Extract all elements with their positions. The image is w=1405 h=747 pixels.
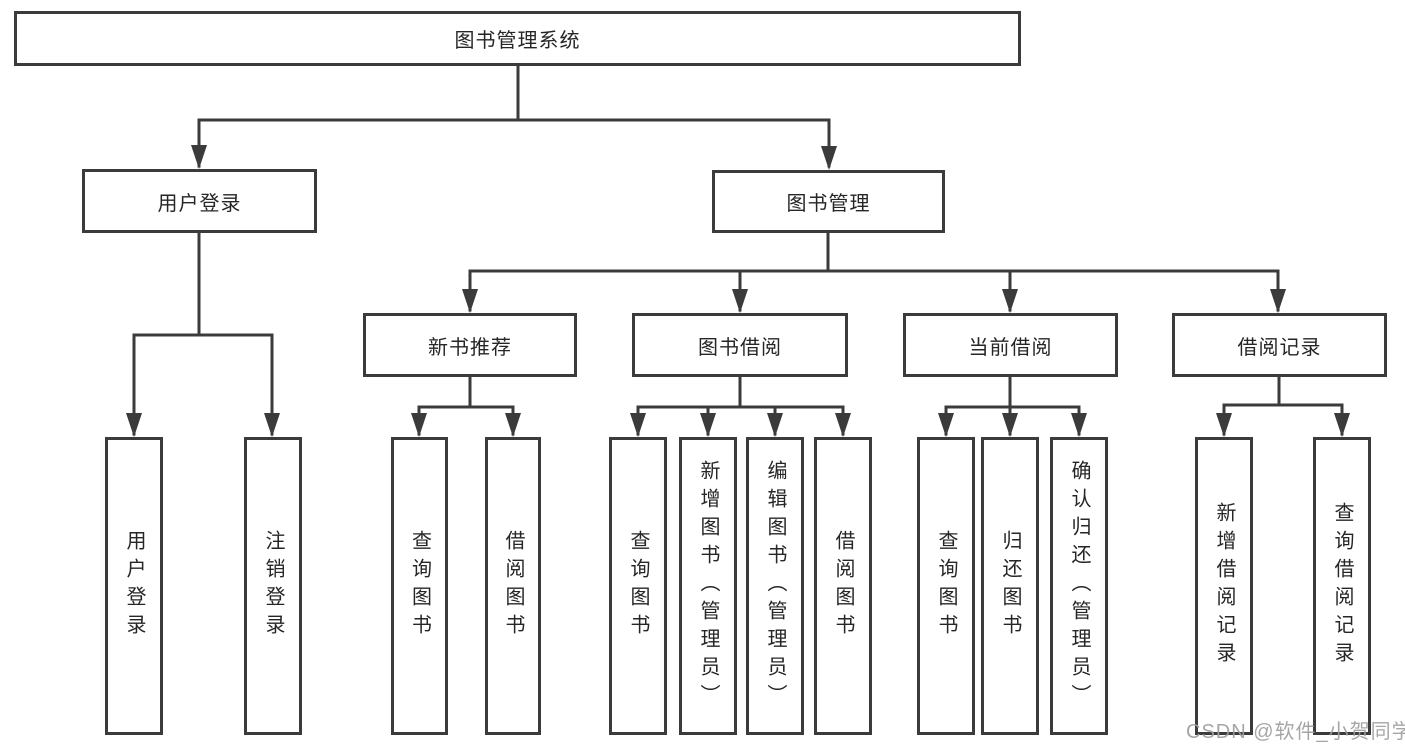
leaf-edit-book-admin: 编辑图书（管理员） xyxy=(746,437,804,735)
node-borrowing-records: 借阅记录 xyxy=(1172,313,1387,377)
leaf-logout: 注销登录 xyxy=(244,437,302,735)
leaf-add-book-admin-label: 新增图书（管理员） xyxy=(697,460,719,712)
leaf-confirm-return-admin-label: 确认归还（管理员） xyxy=(1068,460,1090,712)
connector-records-split xyxy=(1222,375,1344,436)
node-library-management-system: 图书管理系统 xyxy=(14,11,1021,66)
node-borrowing-records-label: 借阅记录 xyxy=(1237,336,1322,359)
watermark-text: CSDN @软件_小贺同学 xyxy=(1186,721,1405,743)
leaf-confirm-return-admin: 确认归还（管理员） xyxy=(1050,437,1108,735)
node-new-book-recommendation-label: 新书推荐 xyxy=(428,336,512,359)
connector-userlogin-split xyxy=(132,231,274,436)
node-user-login: 用户登录 xyxy=(82,169,317,233)
node-library-management-system-label: 图书管理系统 xyxy=(454,30,581,52)
leaf-query-borrow-record-label: 查询借阅记录 xyxy=(1331,502,1353,670)
node-book-management-label: 图书管理 xyxy=(786,193,871,215)
leaf-return-book: 归还图书 xyxy=(981,437,1039,735)
connector-bookmgmt-split xyxy=(468,231,1280,312)
leaf-query-books-borrow: 查询图书 xyxy=(609,437,667,735)
connector-newbook-split xyxy=(417,375,515,436)
node-book-management: 图书管理 xyxy=(712,170,945,233)
leaf-logout-label: 注销登录 xyxy=(262,530,284,642)
leaf-query-books-borrow-label: 查询图书 xyxy=(627,530,649,642)
leaf-query-books-current-label: 查询图书 xyxy=(935,530,957,642)
arrowheads xyxy=(126,145,1350,437)
leaf-borrow-books-recommend: 借阅图书 xyxy=(485,437,541,735)
leaf-add-borrow-record: 新增借阅记录 xyxy=(1195,437,1253,735)
leaf-query-books-current: 查询图书 xyxy=(917,437,975,735)
leaf-query-borrow-record: 查询借阅记录 xyxy=(1313,437,1371,735)
leaf-user-login: 用户登录 xyxy=(105,437,163,735)
leaf-query-books-recommend: 查询图书 xyxy=(391,437,448,735)
leaf-borrow-books-label: 借阅图书 xyxy=(832,530,854,642)
leaf-add-borrow-record-label: 新增借阅记录 xyxy=(1213,502,1235,670)
leaf-return-book-label: 归还图书 xyxy=(999,530,1021,642)
leaf-borrow-books: 借阅图书 xyxy=(814,437,872,735)
leaf-borrow-books-recommend-label: 借阅图书 xyxy=(502,530,524,642)
node-book-borrowing: 图书借阅 xyxy=(632,313,848,377)
node-user-login-label: 用户登录 xyxy=(157,192,242,215)
node-new-book-recommendation: 新书推荐 xyxy=(363,313,577,377)
leaf-user-login-label: 用户登录 xyxy=(123,530,145,642)
leaf-query-books-recommend-label: 查询图书 xyxy=(408,530,431,642)
node-current-borrowing: 当前借阅 xyxy=(903,313,1118,377)
node-current-borrowing-label: 当前借阅 xyxy=(968,336,1053,359)
node-book-borrowing-label: 图书借阅 xyxy=(698,336,782,359)
leaf-edit-book-admin-label: 编辑图书（管理员） xyxy=(764,460,786,712)
connector-root-split xyxy=(197,64,831,168)
connector-borrow-split xyxy=(636,375,845,436)
leaf-add-book-admin: 新增图书（管理员） xyxy=(679,437,737,735)
